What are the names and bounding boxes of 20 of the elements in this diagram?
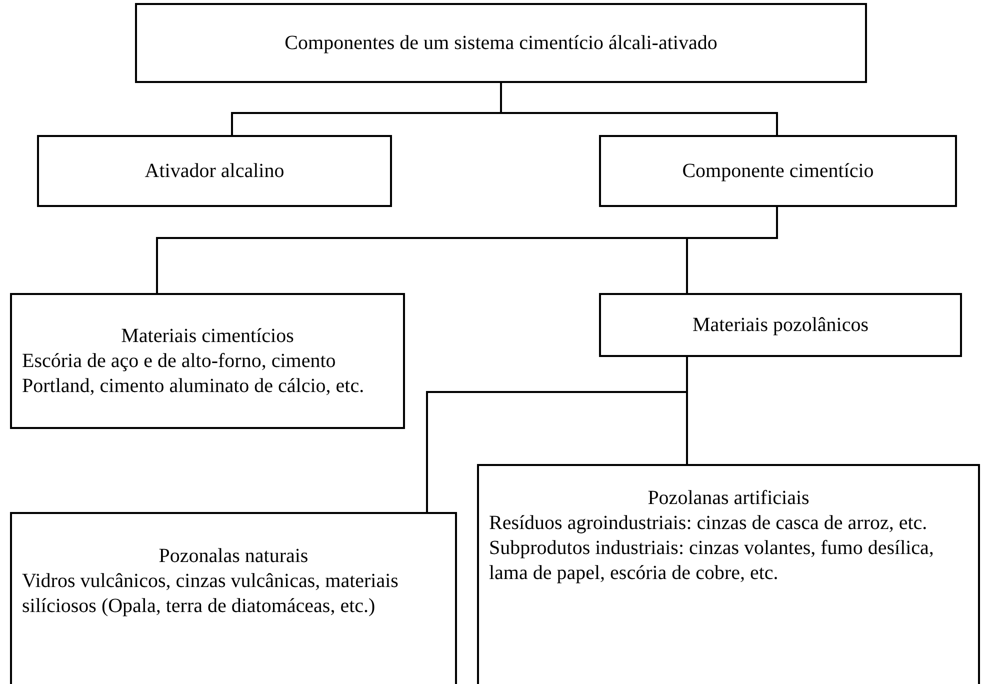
- box-heading: Materiais pozolânicos: [691, 312, 870, 338]
- category-box: [37, 135, 392, 207]
- connector-line: [686, 207, 778, 293]
- category-box: [599, 135, 957, 207]
- box-heading: Ativador alcalino: [144, 158, 286, 184]
- box-heading: Materiais cimentícios: [120, 324, 295, 348]
- box-heading: Pozolanas artificiais: [646, 486, 810, 511]
- category-box: [10, 512, 457, 684]
- box-description: Vidros vulcânicos, cinzas vulcânicas, materiais silíciosos (Opala, terra de diatomáceas, etc.): [22, 569, 400, 619]
- category-box: [10, 293, 405, 429]
- box-heading: Componente cimentício: [681, 158, 875, 184]
- box-heading: Pozonalas naturais: [158, 544, 310, 569]
- box-description: Escória de aço e de alto-forno, cimento Portland, cimento aluminato de cálcio, etc.: [22, 348, 366, 398]
- box-description: Resíduos agroindustriais: cinzas de casca de arroz, etc.: [489, 511, 928, 536]
- box-description: Subprodutos industriais: cinzas volantes, fumo desílica, lama de papel, escória de cobre, etc.: [489, 536, 935, 586]
- category-box: [599, 293, 962, 357]
- category-box: [477, 464, 980, 684]
- box-heading: Componentes de um sistema cimentício álcali-ativado: [284, 30, 718, 56]
- root-box: [135, 3, 867, 83]
- connector-line: [500, 83, 778, 135]
